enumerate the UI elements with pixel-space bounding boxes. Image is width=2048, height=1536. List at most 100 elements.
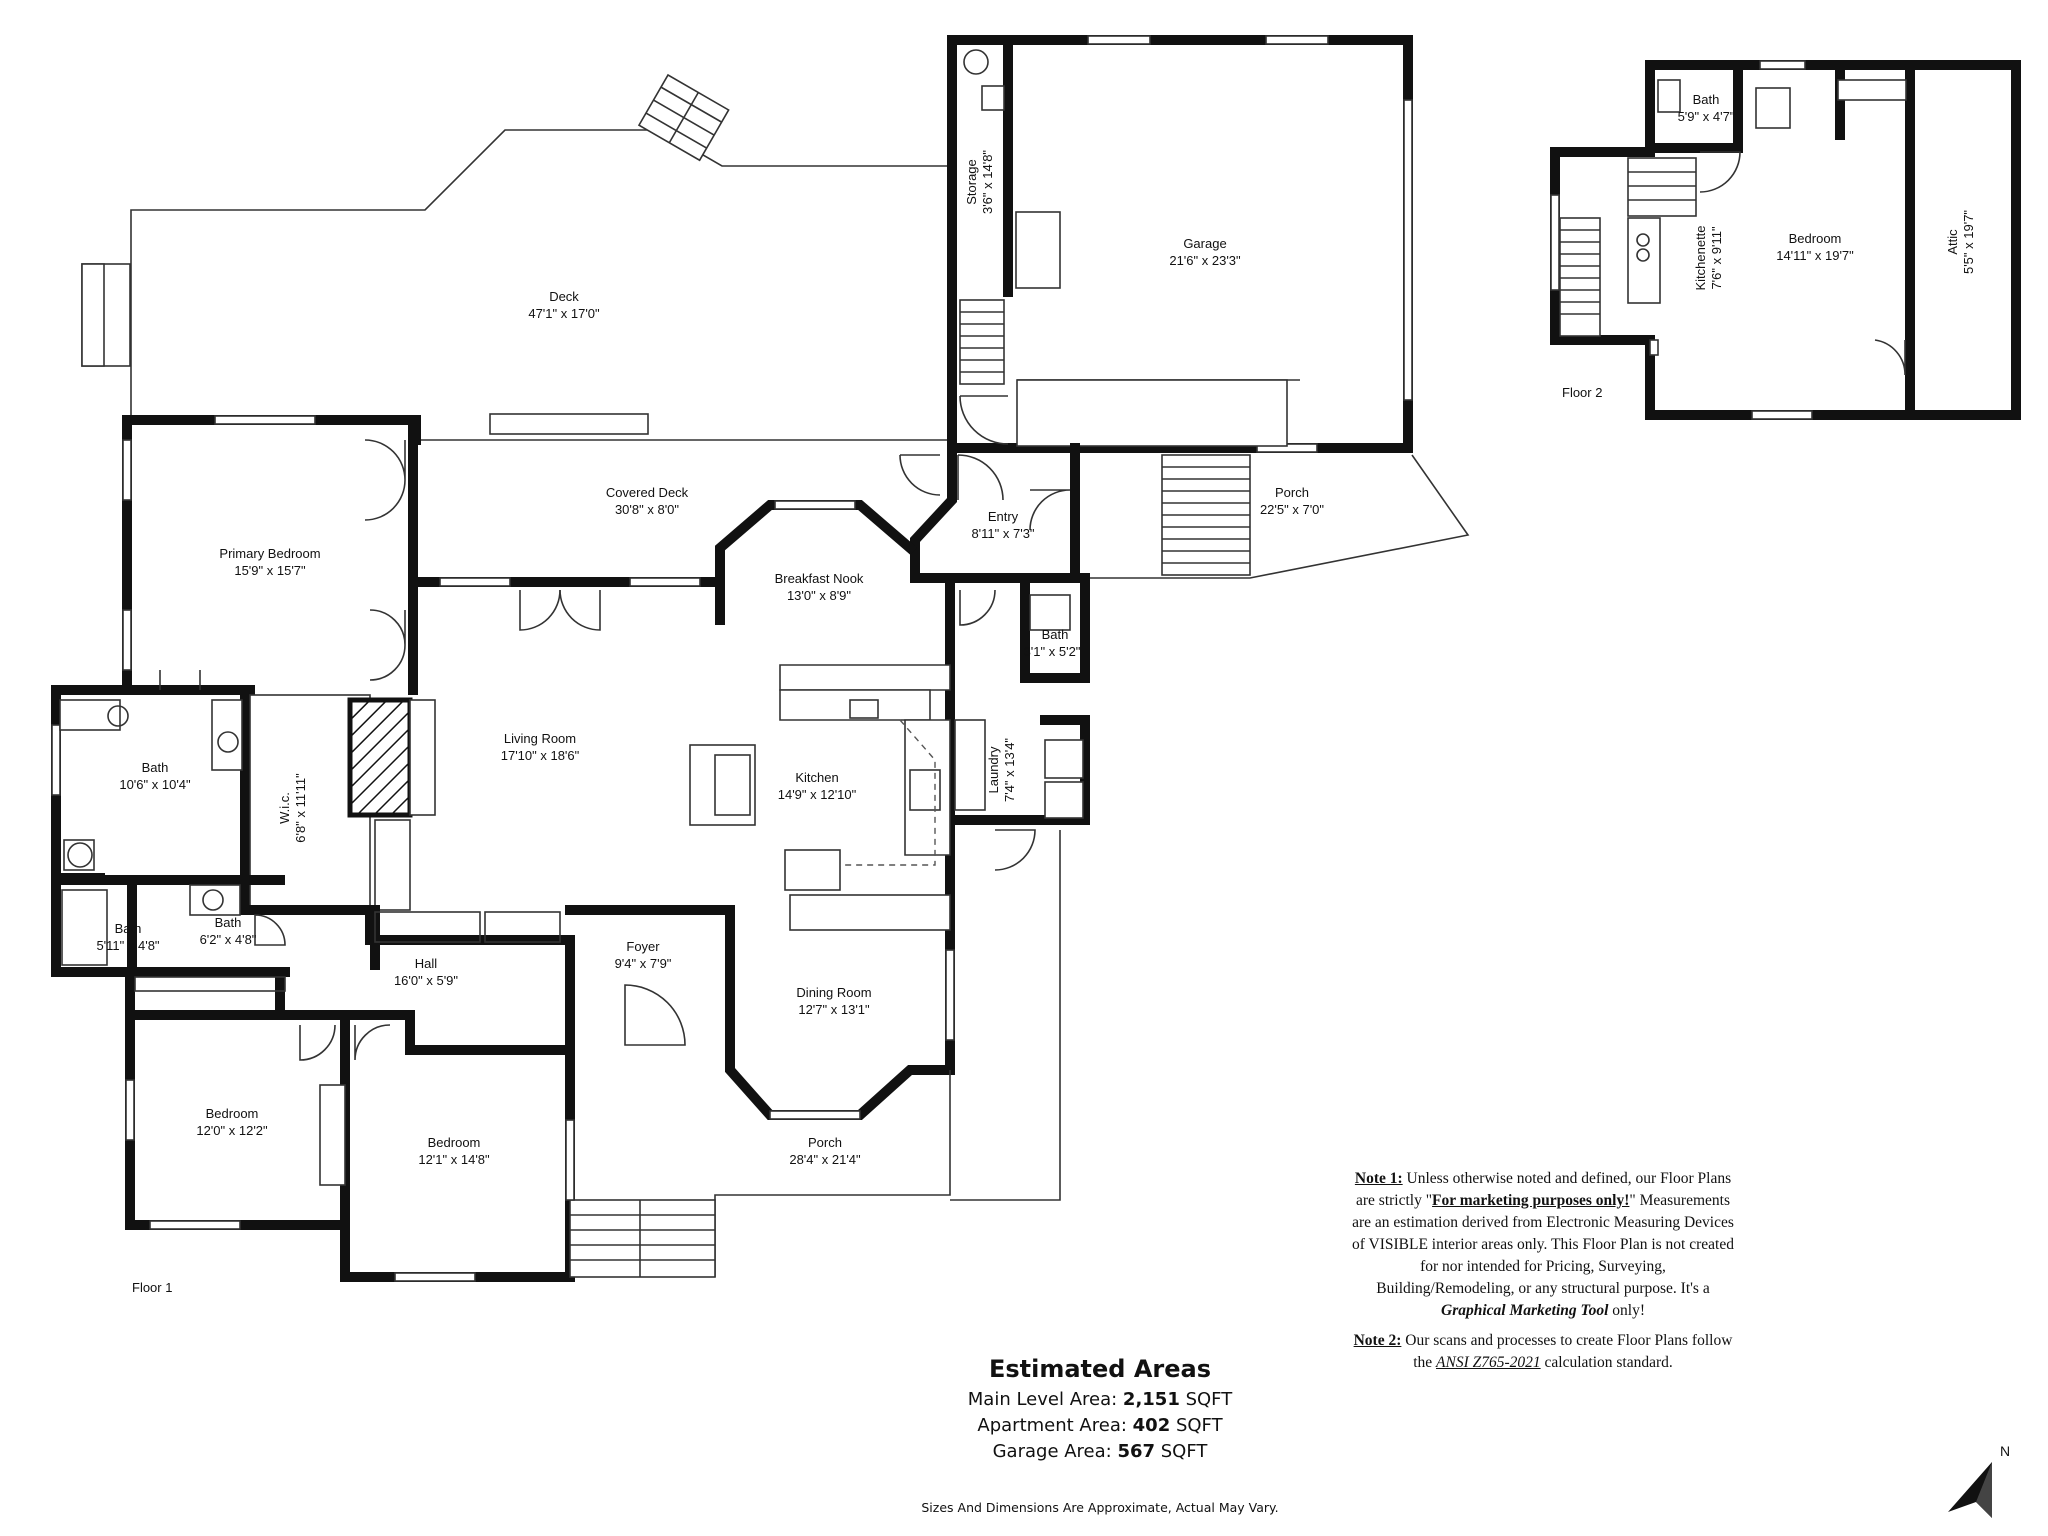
disclaimer: Sizes And Dimensions Are Approximate, Ac… [921,1500,1279,1515]
floor1-label: Floor 1 [132,1280,173,1295]
note1: Note 1: Unless otherwise noted and defin… [1352,1168,1734,1322]
notes: Note 1: Unless otherwise noted and defin… [1352,1168,1734,1382]
area-apt-value: 402 [1132,1415,1171,1436]
deck-outline [81,73,951,441]
area-garage-label: Garage Area: [992,1441,1118,1462]
label-porch-top: Porch [1275,485,1309,500]
area-main-value: 2,151 [1122,1389,1180,1410]
note2: Note 2: Our scans and processes to creat… [1352,1330,1734,1374]
note1-text-b: " Measurements are an estimation derived… [1352,1192,1734,1297]
dims-laundry: 7'4" x 13'4" [1002,738,1017,802]
deck-stairs [637,73,730,162]
label-primary-bedroom: Primary Bedroom [219,546,320,561]
dims-entry: 8'11" x 7'3" [971,526,1034,541]
label-entry: Entry [988,509,1019,524]
note2-text-a: Our scans and processes to create Floor … [1401,1332,1733,1371]
label-porch-bottom: Porch [808,1135,842,1150]
porch-bottom-stairs [569,1199,716,1278]
areas-title: Estimated Areas [988,1355,1212,1383]
label-dining-room: Dining Room [796,985,871,1000]
dims-storage: 3'6" x 14'8" [980,150,995,214]
area-garage-value: 567 [1117,1441,1156,1462]
label-attic: Attic [1945,229,1960,255]
area-apt-label: Apartment Area: [977,1415,1133,1436]
label-bedroom-b: Bedroom [428,1135,481,1150]
dims-primary-bedroom: 15'9" x 15'7" [234,563,306,578]
dims-bath-a: 5'11" x 4'8" [96,938,159,953]
label-bath-up: Bath [1693,92,1720,107]
dims-porch-top: 22'5" x 7'0" [1260,502,1324,517]
label-wic: W.i.c. [277,792,292,824]
note1-emphasis: For marketing purposes only! [1432,1192,1630,1209]
dims-bath-b: 6'2" x 4'8" [200,932,257,947]
label-living-room: Living Room [504,731,576,746]
floor2-walls [1550,60,2021,420]
area-main-unit: SQFT [1179,1389,1233,1410]
main-windows [51,415,955,1282]
area-apt-unit: SQFT [1170,1415,1223,1436]
garage-walls [947,35,1413,453]
label-foyer: Foyer [626,939,660,954]
dims-deck: 47'1" x 17'0" [528,306,600,321]
area-garage-unit: SQFT [1155,1441,1208,1462]
label-bath-small: Bath [1042,627,1069,642]
porch-top-outline [1075,454,1470,579]
note2-label: Note 2: [1353,1332,1402,1349]
estimated-areas: Estimated Areas Main Level Area: 2,151 S… [840,1355,1360,1465]
dims-bath-up: 5'9" x 4'7" [1678,109,1735,124]
label-bedroom-up: Bedroom [1789,231,1842,246]
area-garage: Garage Area: 567 SQFT [840,1439,1360,1465]
compass-label: N [2000,1443,2010,1459]
label-covered-deck: Covered Deck [606,485,689,500]
dims-covered-deck: 30'8" x 8'0" [615,502,679,517]
label-bedroom-a: Bedroom [206,1106,259,1121]
entry-walls [899,443,1080,583]
dims-wic: 6'8" x 11'11" [293,773,308,843]
label-bath-main: Bath [142,760,169,775]
label-kitchen: Kitchen [795,770,838,785]
label-breakfast-nook: Breakfast Nook [775,571,864,586]
floor2-label: Floor 2 [1562,385,1603,400]
porch-top-stairs [1161,454,1251,576]
note1-tool: Graphical Marketing Tool [1441,1302,1609,1319]
area-main: Main Level Area: 2,151 SQFT [840,1387,1360,1413]
note1-label: Note 1: [1354,1170,1403,1187]
dims-attic: 5'5" x 19'7" [1961,210,1976,274]
main-doors [159,439,1036,1061]
note1-text-a: Unless otherwise noted and defined, our … [1356,1170,1732,1209]
storage-stairs [959,299,1005,385]
room-labels: Deck 47'1" x 17'0" Garage 21'6" x 23'3" … [96,92,1976,1167]
label-deck: Deck [549,289,579,304]
dims-living-room: 17'10" x 18'6" [501,748,580,763]
dims-bedroom-a: 12'0" x 12'2" [196,1123,268,1138]
dims-kitchenette: 7'6" x 9'11" [1709,226,1724,289]
label-laundry: Laundry [986,746,1001,793]
label-hall: Hall [415,956,438,971]
main-house-walls [51,415,1090,1282]
label-storage: Storage [964,159,979,205]
label-bath-a: Bath [115,921,142,936]
dims-dining-room: 12'7" x 13'1" [798,1002,870,1017]
label-bath-b: Bath [215,915,242,930]
dims-bedroom-b: 12'1" x 14'8" [418,1152,490,1167]
area-main-label: Main Level Area: [967,1389,1123,1410]
label-kitchenette: Kitchenette [1693,225,1708,290]
dims-foyer: 9'4" x 7'9" [615,956,672,971]
dims-kitchen: 14'9" x 12'10" [778,787,857,802]
north-arrow-icon: N [1948,1443,2010,1518]
note2-text-b: calculation standard. [1540,1354,1673,1371]
floor2-stairs [1559,157,1697,337]
dims-bath-main: 10'6" x 10'4" [119,777,191,792]
fixtures [59,594,1084,1186]
area-apartment: Apartment Area: 402 SQFT [840,1413,1360,1439]
dims-bedroom-up: 14'11" x 19'7" [1776,248,1854,263]
dims-hall: 16'0" x 5'9" [394,973,458,988]
dims-porch-bottom: 28'4" x 21'4" [789,1152,861,1167]
note1-text-c: only! [1608,1302,1645,1319]
dims-bath-small: 3'1" x 5'2" [1024,644,1081,659]
dims-breakfast-nook: 13'0" x 8'9" [787,588,851,603]
note2-standard: ANSI Z765-2021 [1436,1354,1541,1371]
dims-garage: 21'6" x 23'3" [1169,253,1241,268]
label-garage: Garage [1183,236,1226,251]
